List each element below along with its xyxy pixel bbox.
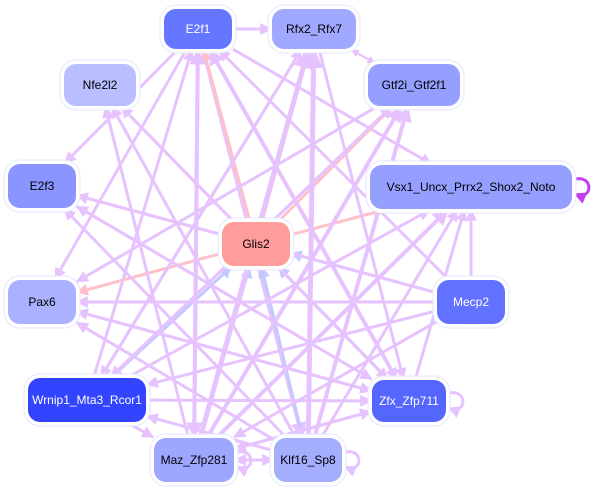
edge-Gtf2i_Gtf2f1-to-Pax6 <box>75 105 378 283</box>
edge-Wrnip1-to-E2f1 <box>92 48 195 378</box>
edge-Wrnip1-to-Vsx1 <box>127 208 431 379</box>
node-box <box>164 9 232 49</box>
node-label: Zfx_Zfp711 <box>379 394 439 408</box>
node-zfx_zfp711[interactable]: Zfx_Zfp711 <box>367 375 451 427</box>
self-loop-Zfx_Zfp711 <box>445 391 465 418</box>
node-glis2[interactable]: Glis2 <box>217 217 295 271</box>
node-label: Wrnip1_Mta3_Rcor1 <box>32 393 142 407</box>
edge-Klf16_Sp8-to-Glis2 <box>258 265 304 438</box>
node-klf16_sp8[interactable]: Klf16_Sp8 <box>269 433 347 487</box>
node-e2f1[interactable]: E2f1 <box>159 4 237 54</box>
edge-Maz_Zfp281-to-Zfx_Zfp711 <box>234 408 373 451</box>
node-box <box>274 438 342 482</box>
node-mecp2[interactable]: Mecp2 <box>432 275 510 329</box>
node-box <box>370 165 572 209</box>
node-box <box>28 378 146 422</box>
self-loop-Maz_Zfp281 <box>233 450 253 477</box>
edge-Zfx_Zfp711-to-E2f1 <box>208 48 399 380</box>
node-label: Nfe2l2 <box>83 78 118 92</box>
node-label: E2f1 <box>186 22 211 36</box>
self-loop-Klf16_Sp8 <box>341 450 361 477</box>
edge-Gtf2i_Gtf2f1-to-Rfx2_Rfx7 <box>350 49 376 64</box>
edge-E2f3-to-Zfx_Zfp711 <box>76 205 373 381</box>
node-gtf2i_gtf2f1[interactable]: Gtf2i_Gtf2f1 <box>363 59 465 111</box>
edge-Glis2-to-E2f1 <box>200 48 252 222</box>
edge-Klf16_Sp8-to-Wrnip1 <box>145 413 274 452</box>
node-label: Klf16_Sp8 <box>280 453 336 467</box>
edge-Maz_Zfp281-to-E2f1 <box>189 48 206 438</box>
node-label: Maz_Zfp281 <box>161 453 228 467</box>
self-loop-Vsx1 <box>571 177 591 204</box>
edge-Klf16_Sp8-to-Nfe2l2 <box>110 105 297 438</box>
node-box <box>8 164 76 208</box>
edge-Klf16_Sp8-to-Pax6 <box>75 321 274 441</box>
node-pax6[interactable]: Pax6 <box>3 275 81 329</box>
node-maz_zfp281[interactable]: Maz_Zfp281 <box>149 433 239 487</box>
node-box <box>372 380 446 422</box>
node-e2f3[interactable]: E2f3 <box>3 159 81 213</box>
edge-Rfx2_Rfx7-to-Zfx_Zfp711 <box>317 49 407 381</box>
node-box <box>272 9 356 49</box>
edge-Maz_Zfp281-to-Gtf2i_Gtf2f1 <box>205 105 403 439</box>
node-label: Pax6 <box>28 295 56 309</box>
edge-Wrnip1-to-Zfx_Zfp711 <box>146 394 373 407</box>
node-box <box>154 438 234 482</box>
node-label: Vsx1_Uncx_Prrx2_Shox2_Noto <box>387 180 556 194</box>
node-label: E2f3 <box>30 179 55 193</box>
node-box <box>368 64 460 106</box>
node-label: Gtf2i_Gtf2f1 <box>382 78 447 92</box>
self-loop-layer <box>233 177 591 477</box>
node-label: Glis2 <box>242 237 270 251</box>
node-rfx2_rfx7[interactable]: Rfx2_Rfx7 <box>267 4 361 54</box>
node-label: Rfx2_Rfx7 <box>286 22 342 36</box>
edge-Klf16_Sp8-to-Rfx2_Rfx7 <box>303 48 324 438</box>
edge-layer <box>53 23 477 466</box>
node-box <box>222 222 290 266</box>
node-wrnip1[interactable]: Wrnip1_Mta3_Rcor1 <box>23 373 151 427</box>
edge-Glis2-to-Pax6 <box>75 252 222 296</box>
node-label: Mecp2 <box>453 295 489 309</box>
node-nfe2l2[interactable]: Nfe2l2 <box>59 59 141 111</box>
edge-Rfx2_Rfx7-to-Wrnip1 <box>99 49 303 379</box>
edge-Klf16_Sp8-to-E2f3 <box>63 207 287 439</box>
edge-Glis2-to-Vsx1 <box>290 206 386 237</box>
node-box <box>8 280 76 324</box>
node-box <box>437 280 505 324</box>
edge-Pax6-to-Zfx_Zfp711 <box>76 309 373 394</box>
node-box <box>64 64 136 106</box>
node-vsx1[interactable]: Vsx1_Uncx_Prrx2_Shox2_Noto <box>365 160 577 214</box>
